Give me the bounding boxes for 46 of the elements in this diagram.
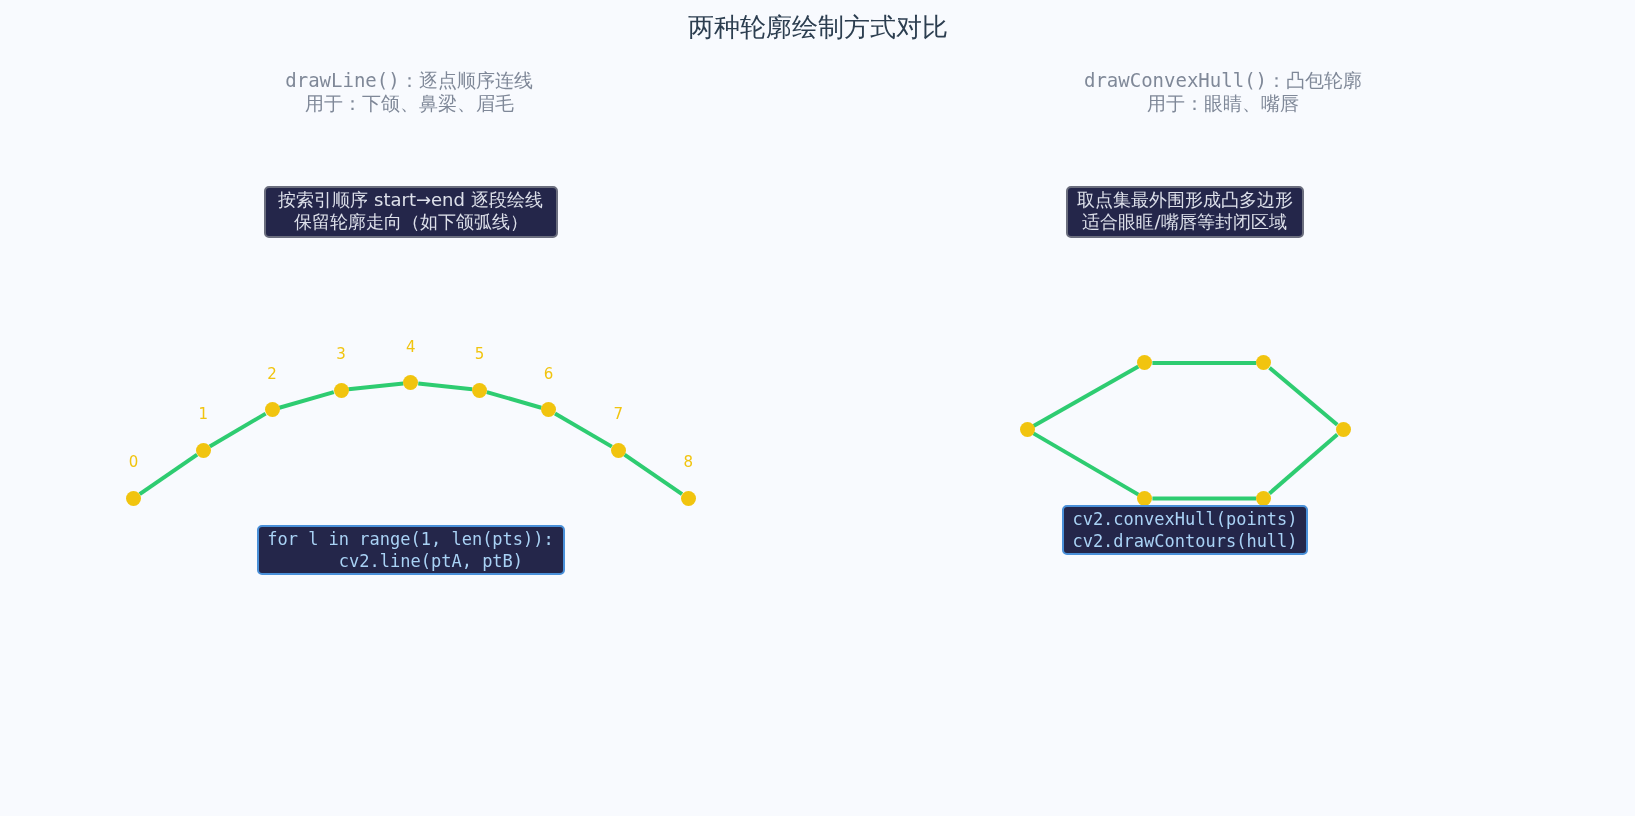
point-dot [541, 402, 556, 418]
point-dot [1019, 422, 1035, 438]
point-index-label: 8 [682, 453, 694, 472]
contour-line [418, 381, 473, 392]
subtitle-text: 用于：眼睛、嘴唇 [1146, 91, 1300, 116]
contour-line [1032, 431, 1140, 497]
point-dot [126, 490, 141, 506]
subtitle-text: 用于：下颌、鼻梁、眉毛 [303, 91, 515, 116]
description-box: 按索引顺序 start→end 逐段绘线 保留轮廓走向（如下颌弧线） [263, 186, 558, 238]
point-dot [1137, 355, 1153, 371]
contour-line [1268, 366, 1339, 427]
point-index-label: 2 [266, 364, 278, 383]
point-dot [264, 402, 280, 418]
point-dot [333, 382, 349, 398]
point-index-label: 5 [473, 345, 486, 363]
contour-line [1152, 496, 1257, 501]
subtitle-text: drawLine()：逐点顺序连线 [284, 68, 534, 93]
point-dot [610, 442, 626, 458]
contour-line [553, 411, 613, 449]
point-dot [195, 442, 211, 458]
contour-line [208, 411, 267, 449]
code-box: for l in range(1, len(pts)): cv2.line(ptA, ptB) [256, 525, 565, 575]
contour-line [1152, 360, 1257, 365]
description-box: 取点集最外围形成凸多边形 适合眼眶/嘴唇等封闭区域 [1065, 186, 1304, 238]
point-dot [1256, 490, 1272, 506]
point-index-label: 4 [405, 337, 417, 356]
contour-line [486, 390, 542, 410]
subtitle-text: drawConvexHull()：凸包轮廓 [1083, 68, 1363, 93]
point-index-label: 1 [197, 405, 210, 424]
point-index-label: 0 [127, 453, 140, 472]
point-dot [403, 375, 419, 391]
contour-line [1268, 433, 1339, 495]
contour-line [348, 381, 404, 392]
contour-line [1032, 364, 1140, 428]
point-index-label: 3 [335, 345, 347, 363]
point-dot [472, 382, 488, 398]
code-box: cv2.convexHull(points) cv2.drawContours(hull) [1062, 505, 1308, 555]
diagram-title: 两种轮廓绘制方式对比 [686, 11, 949, 44]
point-dot [1137, 490, 1153, 506]
point-dot [680, 490, 696, 506]
contour-line [623, 453, 684, 496]
contour-line [278, 390, 335, 410]
point-index-label: 6 [542, 364, 555, 383]
point-index-label: 7 [612, 405, 625, 424]
point-dot [1256, 355, 1272, 371]
contour-line [138, 453, 199, 496]
